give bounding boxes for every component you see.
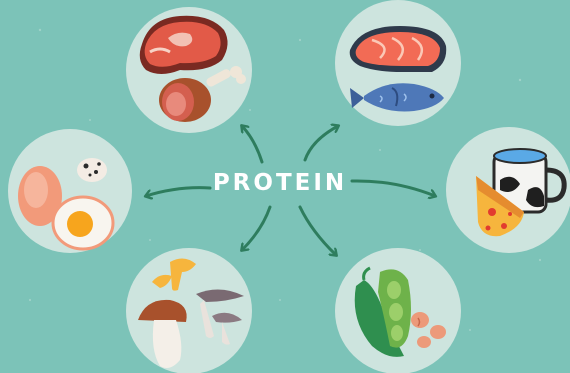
arrow-to-meat bbox=[242, 126, 262, 162]
eggs-group bbox=[8, 129, 132, 253]
mushrooms-group bbox=[126, 248, 252, 373]
meat-group bbox=[126, 7, 252, 133]
diagram-title: PROTEIN bbox=[195, 170, 365, 196]
arrow-to-fish bbox=[305, 126, 338, 160]
arrow-to-mushrooms bbox=[242, 207, 270, 250]
fish-group bbox=[335, 0, 461, 126]
dairy-group bbox=[446, 127, 570, 253]
legumes-group bbox=[335, 248, 461, 373]
arrow-to-legumes bbox=[300, 207, 336, 255]
